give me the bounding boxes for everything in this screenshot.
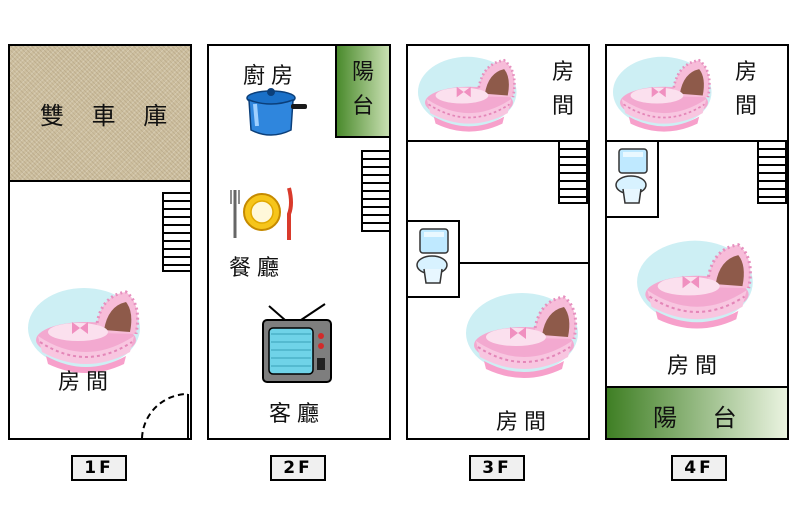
floor-tag-2f: 2F [270, 455, 326, 481]
wall [335, 136, 389, 138]
wall [458, 220, 460, 298]
wall [558, 140, 560, 204]
wall [757, 140, 759, 204]
dining-label: 餐廳 [229, 256, 286, 281]
plate-cutlery-icon [230, 187, 293, 240]
garage-area [10, 46, 190, 182]
toilet-icon [613, 146, 653, 208]
room-label-mid: 房間 [667, 354, 724, 379]
floor-2f: 廚房 陽台 餐廳 客廳 [207, 44, 391, 440]
wall [408, 296, 460, 298]
floor-4f: 房間 房間 陽 台 [605, 44, 789, 440]
balcony-area [337, 46, 389, 136]
stairs-icon [558, 140, 588, 204]
television-icon [262, 303, 332, 383]
living-room-label: 客廳 [269, 402, 326, 427]
floor-1f: 雙 車 庫 房間 [8, 44, 192, 440]
wall [607, 386, 787, 388]
wall [657, 140, 659, 218]
floor-tag-4f: 4F [671, 455, 727, 481]
door-swing-icon [141, 392, 189, 440]
cooking-pot-icon [246, 88, 307, 136]
cradle-icon [416, 48, 522, 136]
kitchen-label: 廚房 [243, 64, 300, 89]
wall [607, 140, 787, 142]
wall [335, 46, 337, 138]
wall [10, 180, 190, 182]
room-label-bottom: 房間 [496, 410, 553, 435]
cradle-icon [635, 224, 759, 340]
stairs-icon [757, 140, 787, 204]
stairs-icon [162, 192, 192, 272]
balcony-area [607, 388, 787, 438]
floor-tag-3f: 3F [469, 455, 525, 481]
toilet-icon [414, 226, 454, 288]
stairs-icon [361, 150, 391, 232]
room-label-top: 房間 [734, 60, 757, 119]
room-label-top: 房間 [551, 60, 574, 119]
balcony-label: 陽台 [351, 60, 374, 119]
room-label: 房間 [58, 370, 115, 395]
balcony-label: 陽 台 [653, 404, 751, 432]
wall [607, 216, 659, 218]
wall [458, 262, 588, 264]
wall [408, 140, 588, 142]
cradle-icon [611, 48, 717, 136]
cradle-icon [464, 278, 584, 388]
floor-tag-1f: 1F [71, 455, 127, 481]
garage-label: 雙 車 庫 [40, 102, 178, 130]
wall [408, 220, 460, 222]
floor-3f: 房間 房間 [406, 44, 590, 440]
